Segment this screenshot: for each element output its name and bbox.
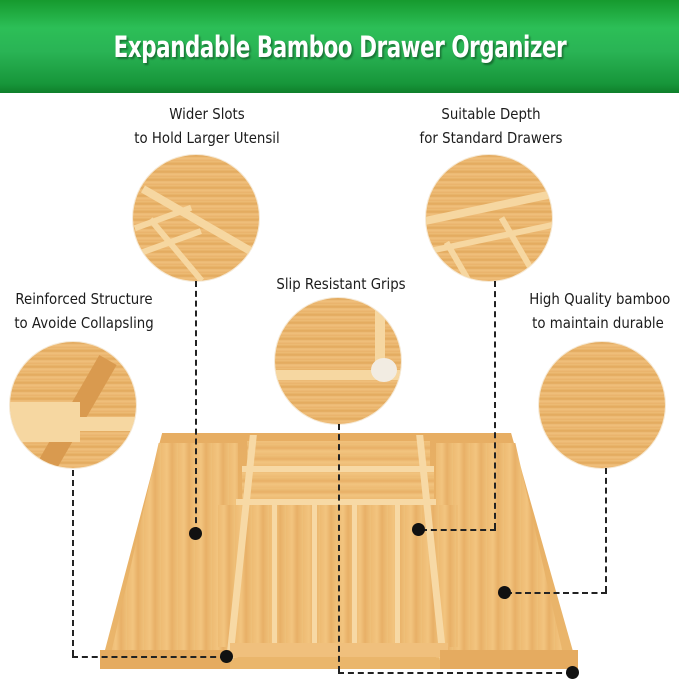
connector-dot	[189, 527, 202, 540]
connector-high-quality-h	[506, 592, 607, 594]
detail-circle-slip-resistant	[275, 298, 401, 424]
connector-dot	[566, 666, 579, 679]
connector-dot	[412, 523, 425, 536]
callout-line: Wider Slots	[169, 105, 245, 123]
callout-slip-resistant: Slip Resistant Grips	[262, 272, 420, 296]
rubber-grip-pad	[371, 358, 397, 382]
connector-dot	[220, 650, 233, 663]
callout-line: to maintain durable	[532, 314, 664, 332]
connector-dot	[498, 586, 511, 599]
callout-reinforced-structure: Reinforced Structure to Avoide Collapsli…	[0, 287, 168, 335]
callout-suitable-depth: Suitable Depth for Standard Drawers	[402, 102, 580, 150]
callout-line: Slip Resistant Grips	[276, 275, 406, 293]
connector-slip-resistant	[338, 424, 340, 672]
connector-slip-resistant-h	[338, 672, 572, 674]
connector-high-quality	[605, 468, 607, 592]
banner-title: Expandable Bamboo Drawer Organizer	[113, 29, 566, 64]
callout-wider-slots: Wider Slots to Hold Larger Utensil	[118, 102, 296, 150]
detail-circle-wider-slots	[133, 155, 259, 281]
connector-suitable-depth-h	[421, 529, 496, 531]
connector-suitable-depth	[494, 281, 496, 529]
callout-line: Reinforced Structure	[15, 290, 153, 308]
callout-line: Suitable Depth	[441, 105, 541, 123]
connector-reinforced-structure	[72, 470, 74, 656]
connector-wider-slots	[195, 281, 197, 533]
detail-circle-high-quality	[539, 342, 665, 468]
title-banner: Expandable Bamboo Drawer Organizer	[0, 0, 679, 93]
callout-line: High Quality bamboo	[529, 290, 671, 308]
detail-circle-reinforced-structure	[10, 342, 136, 468]
callout-line: to Avoide Collapsling	[14, 314, 154, 332]
connector-reinforced-structure-h	[72, 656, 226, 658]
callout-high-quality: High Quality bamboo to maintain durable	[518, 287, 678, 335]
callout-line: to Hold Larger Utensil	[134, 129, 280, 147]
callout-line: for Standard Drawers	[419, 129, 563, 147]
detail-circle-suitable-depth	[426, 155, 552, 281]
